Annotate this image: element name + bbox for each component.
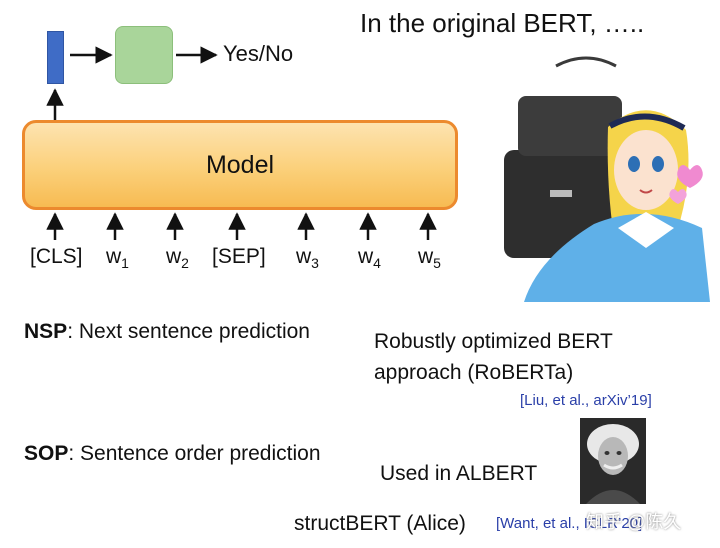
sop-abbr: SOP [24, 442, 69, 465]
token-sep: [SEP] [212, 245, 266, 268]
albert-text: Used in ALBERT [380, 462, 538, 485]
einstein-portrait-image [580, 418, 646, 504]
watermark: 知乎 @陈久 [586, 512, 682, 532]
nsp-abbr: NSP [24, 320, 68, 343]
token-w4: w4 [358, 245, 381, 272]
token-w5: w5 [418, 245, 441, 272]
cls-output-vector [47, 31, 64, 84]
model-box: Model [22, 120, 458, 210]
roberta-line2: approach (RoBERTa) [374, 361, 574, 384]
slide-title: In the original BERT, ….. [360, 8, 645, 38]
structbert-text: structBERT (Alice) [294, 512, 466, 535]
nsp-desc: : Next sentence prediction [67, 320, 310, 343]
sop-desc: : Sentence order prediction [68, 442, 321, 465]
token-cls: [CLS] [30, 245, 83, 268]
output-label: Yes/No [223, 41, 294, 66]
roberta-line1: Robustly optimized BERT [374, 330, 613, 353]
model-label: Model [205, 150, 275, 179]
roberta-ref: [Liu, et al., arXiv’19] [520, 392, 652, 409]
alice-with-bag-image [504, 56, 710, 302]
classifier-box [115, 26, 173, 84]
token-w2: w2 [166, 245, 189, 272]
structbert-ref: [Want, et al., ICLR’20] [496, 515, 643, 532]
nsp-line: NSP: Next sentence prediction [24, 320, 310, 344]
token-w3: w3 [296, 245, 319, 272]
token-w1: w1 [106, 245, 129, 272]
sop-line: SOP: Sentence order prediction [24, 442, 321, 466]
